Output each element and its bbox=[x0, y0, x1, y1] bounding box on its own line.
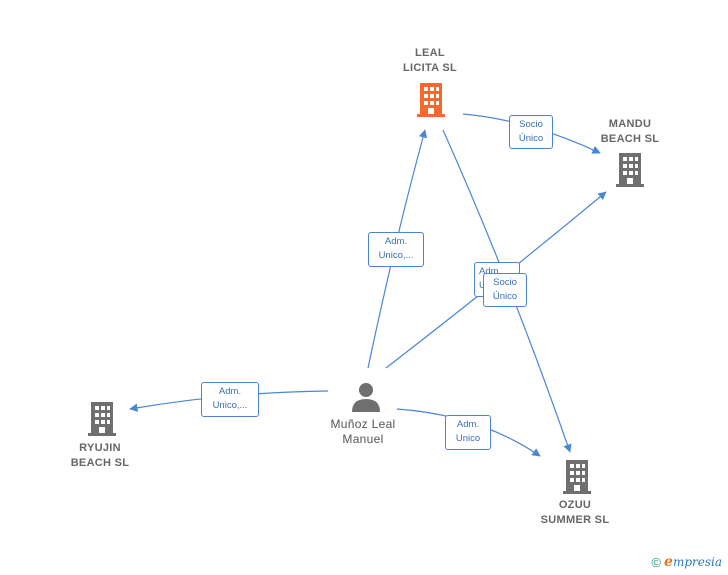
node-label-ryujin-beach[interactable]: RYUJIN BEACH SL bbox=[70, 442, 130, 469]
person-icon[interactable] bbox=[352, 383, 380, 412]
edge-label-adm-unico-leal[interactable]: Adm. Unico,... bbox=[368, 232, 424, 267]
edge-label-adm-unico-ozuu[interactable]: Adm. Unico bbox=[445, 415, 491, 450]
building-icon[interactable] bbox=[616, 153, 644, 187]
edge-label-adm-unico-ryujin[interactable]: Adm. Unico,... bbox=[201, 382, 259, 417]
node-label-munoz-leal[interactable]: Muñoz Leal Manuel bbox=[330, 417, 396, 446]
footer-brand: © empresia bbox=[651, 554, 722, 570]
copyright-icon: © bbox=[651, 554, 662, 570]
logo-letter: e bbox=[664, 554, 673, 570]
edge-label-socio-unico-ozuu[interactable]: Socio Único bbox=[483, 273, 527, 307]
building-icon[interactable] bbox=[417, 83, 445, 117]
node-label-ozuu-summer[interactable]: OZUU SUMMER SL bbox=[540, 499, 610, 526]
empresia-logo[interactable]: empresia bbox=[664, 554, 722, 570]
building-icon[interactable] bbox=[563, 460, 591, 494]
logo-text: mpresia bbox=[672, 555, 722, 569]
node-label-leal-licita[interactable]: LEAL LICITA SL bbox=[402, 47, 458, 74]
building-icon[interactable] bbox=[88, 402, 116, 436]
edge-label-socio-unico-mandu[interactable]: Socio Único bbox=[509, 115, 553, 149]
node-label-mandu-beach[interactable]: MANDU BEACH SL bbox=[600, 118, 660, 145]
